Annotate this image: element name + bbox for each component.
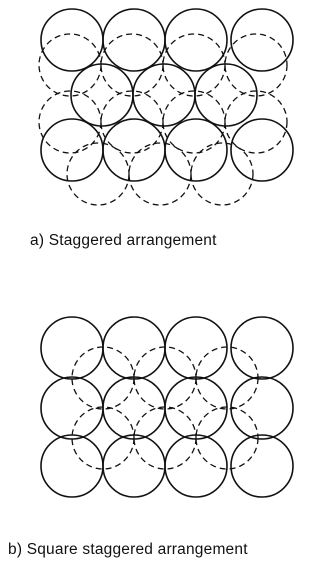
solid-circle [230, 434, 294, 498]
solid-circle [164, 376, 228, 440]
solid-circle [164, 118, 228, 182]
solid-circle [40, 376, 104, 440]
staggered-arrangement-diagram [38, 8, 294, 206]
dashed-circle [128, 142, 192, 206]
solid-circle [102, 8, 166, 72]
solid-circle [230, 8, 294, 72]
solid-circle [102, 118, 166, 182]
solid-circle [164, 316, 228, 380]
solid-circle [40, 8, 104, 72]
dashed-circle [162, 33, 226, 97]
solid-circle [40, 118, 104, 182]
solid-circle [230, 118, 294, 182]
solid-circle [164, 434, 228, 498]
dashed-circle [100, 33, 164, 97]
solid-circle [230, 376, 294, 440]
dashed-circle [66, 142, 130, 206]
square-staggered-arrangement-diagram [40, 316, 294, 498]
solid-circle [40, 316, 104, 380]
solid-circle [194, 63, 258, 127]
solid-circle [230, 316, 294, 380]
solid-circle [164, 8, 228, 72]
dashed-circle [38, 33, 102, 97]
dashed-circle [190, 142, 254, 206]
dashed-circle [224, 33, 288, 97]
caption-square-staggered-arrangement: b) Square staggered arrangement [8, 541, 248, 558]
caption-staggered-arrangement: a) Staggered arrangement [30, 232, 217, 249]
dashed-circle [38, 90, 102, 154]
